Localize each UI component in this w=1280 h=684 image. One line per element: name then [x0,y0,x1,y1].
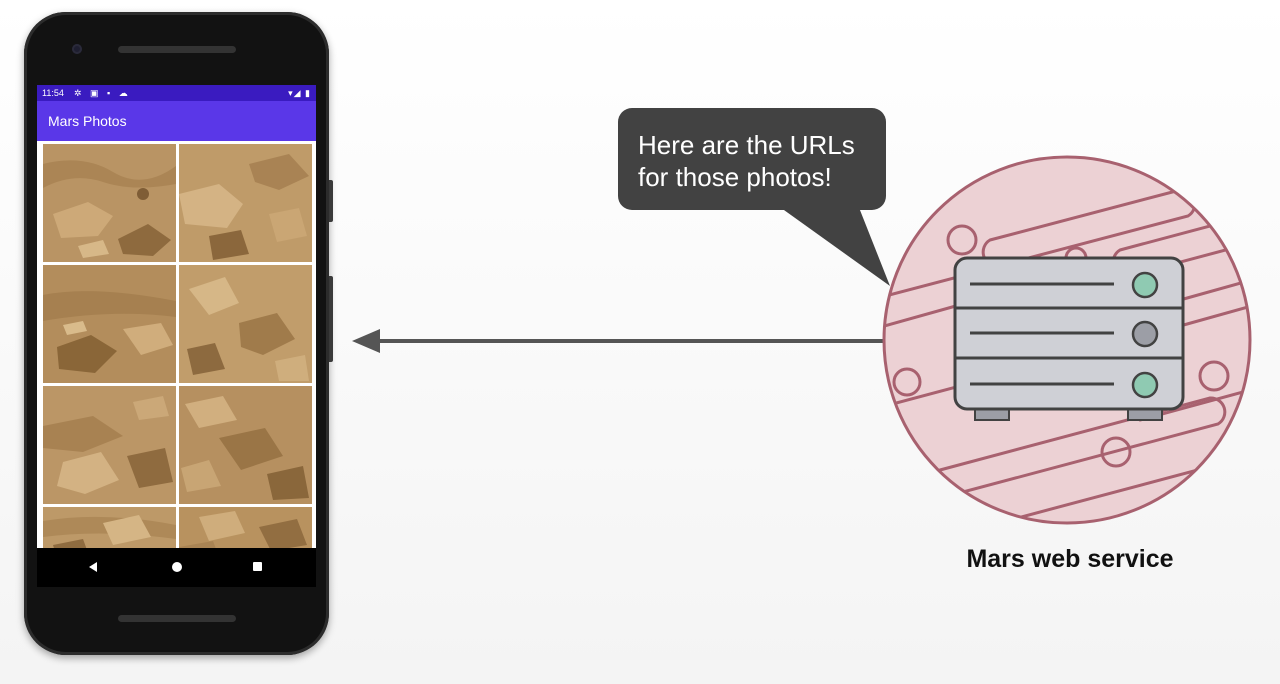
phone-screen: 11:54 ✲ ▣ ▪ ☁ ▾◢ ▮ Mars Photos [37,85,316,587]
phone-volume-button [329,276,333,362]
mars-photo-tile[interactable] [43,265,176,383]
mars-photo-tile[interactable] [179,507,312,548]
response-arrow [352,329,950,353]
mars-photo-tile[interactable] [179,144,312,262]
app-title: Mars Photos [48,113,127,129]
mars-photo-image [43,386,176,504]
recents-icon[interactable] [253,562,262,571]
mars-photo-image [179,265,312,383]
phone-power-button [329,180,333,222]
status-notification-icons: ✲ ▣ ▪ ☁ [74,88,131,98]
server-caption: Mars web service [966,545,1174,573]
mars-photo-tile[interactable] [179,265,312,383]
photo-list[interactable] [37,141,316,548]
mars-photo-image [179,144,312,262]
status-signal-battery-icons: ▾◢ ▮ [288,88,311,98]
phone-speaker [118,615,236,622]
mars-photo-tile[interactable] [179,386,312,504]
mars-photo-tile[interactable] [43,507,176,548]
mars-photo-image [43,144,176,262]
home-icon[interactable] [172,562,182,572]
mars-planet-illustration [882,155,1252,525]
back-icon[interactable] [89,562,97,572]
system-nav-bar [37,548,316,587]
mars-photo-tile[interactable] [43,386,176,504]
speech-bubble: Here are the URLs for those photos! [618,108,886,210]
speech-bubble-text: Here are the URLs for those photos! [638,130,855,192]
mars-photo-tile[interactable] [43,144,176,262]
status-bar: 11:54 ✲ ▣ ▪ ☁ ▾◢ ▮ [37,85,316,101]
server-icon [953,256,1185,421]
front-camera-icon [72,44,82,54]
phone-earpiece [118,46,236,53]
mars-photo-image [179,507,312,548]
arrow-head-icon [352,329,380,353]
photo-grid [43,144,313,548]
mars-photo-image [179,386,312,504]
speech-bubble-tail [770,200,890,286]
mars-photo-image [43,265,176,383]
status-time: 11:54 [42,88,64,98]
mars-photo-image [43,507,176,548]
app-bar: Mars Photos [37,101,316,141]
